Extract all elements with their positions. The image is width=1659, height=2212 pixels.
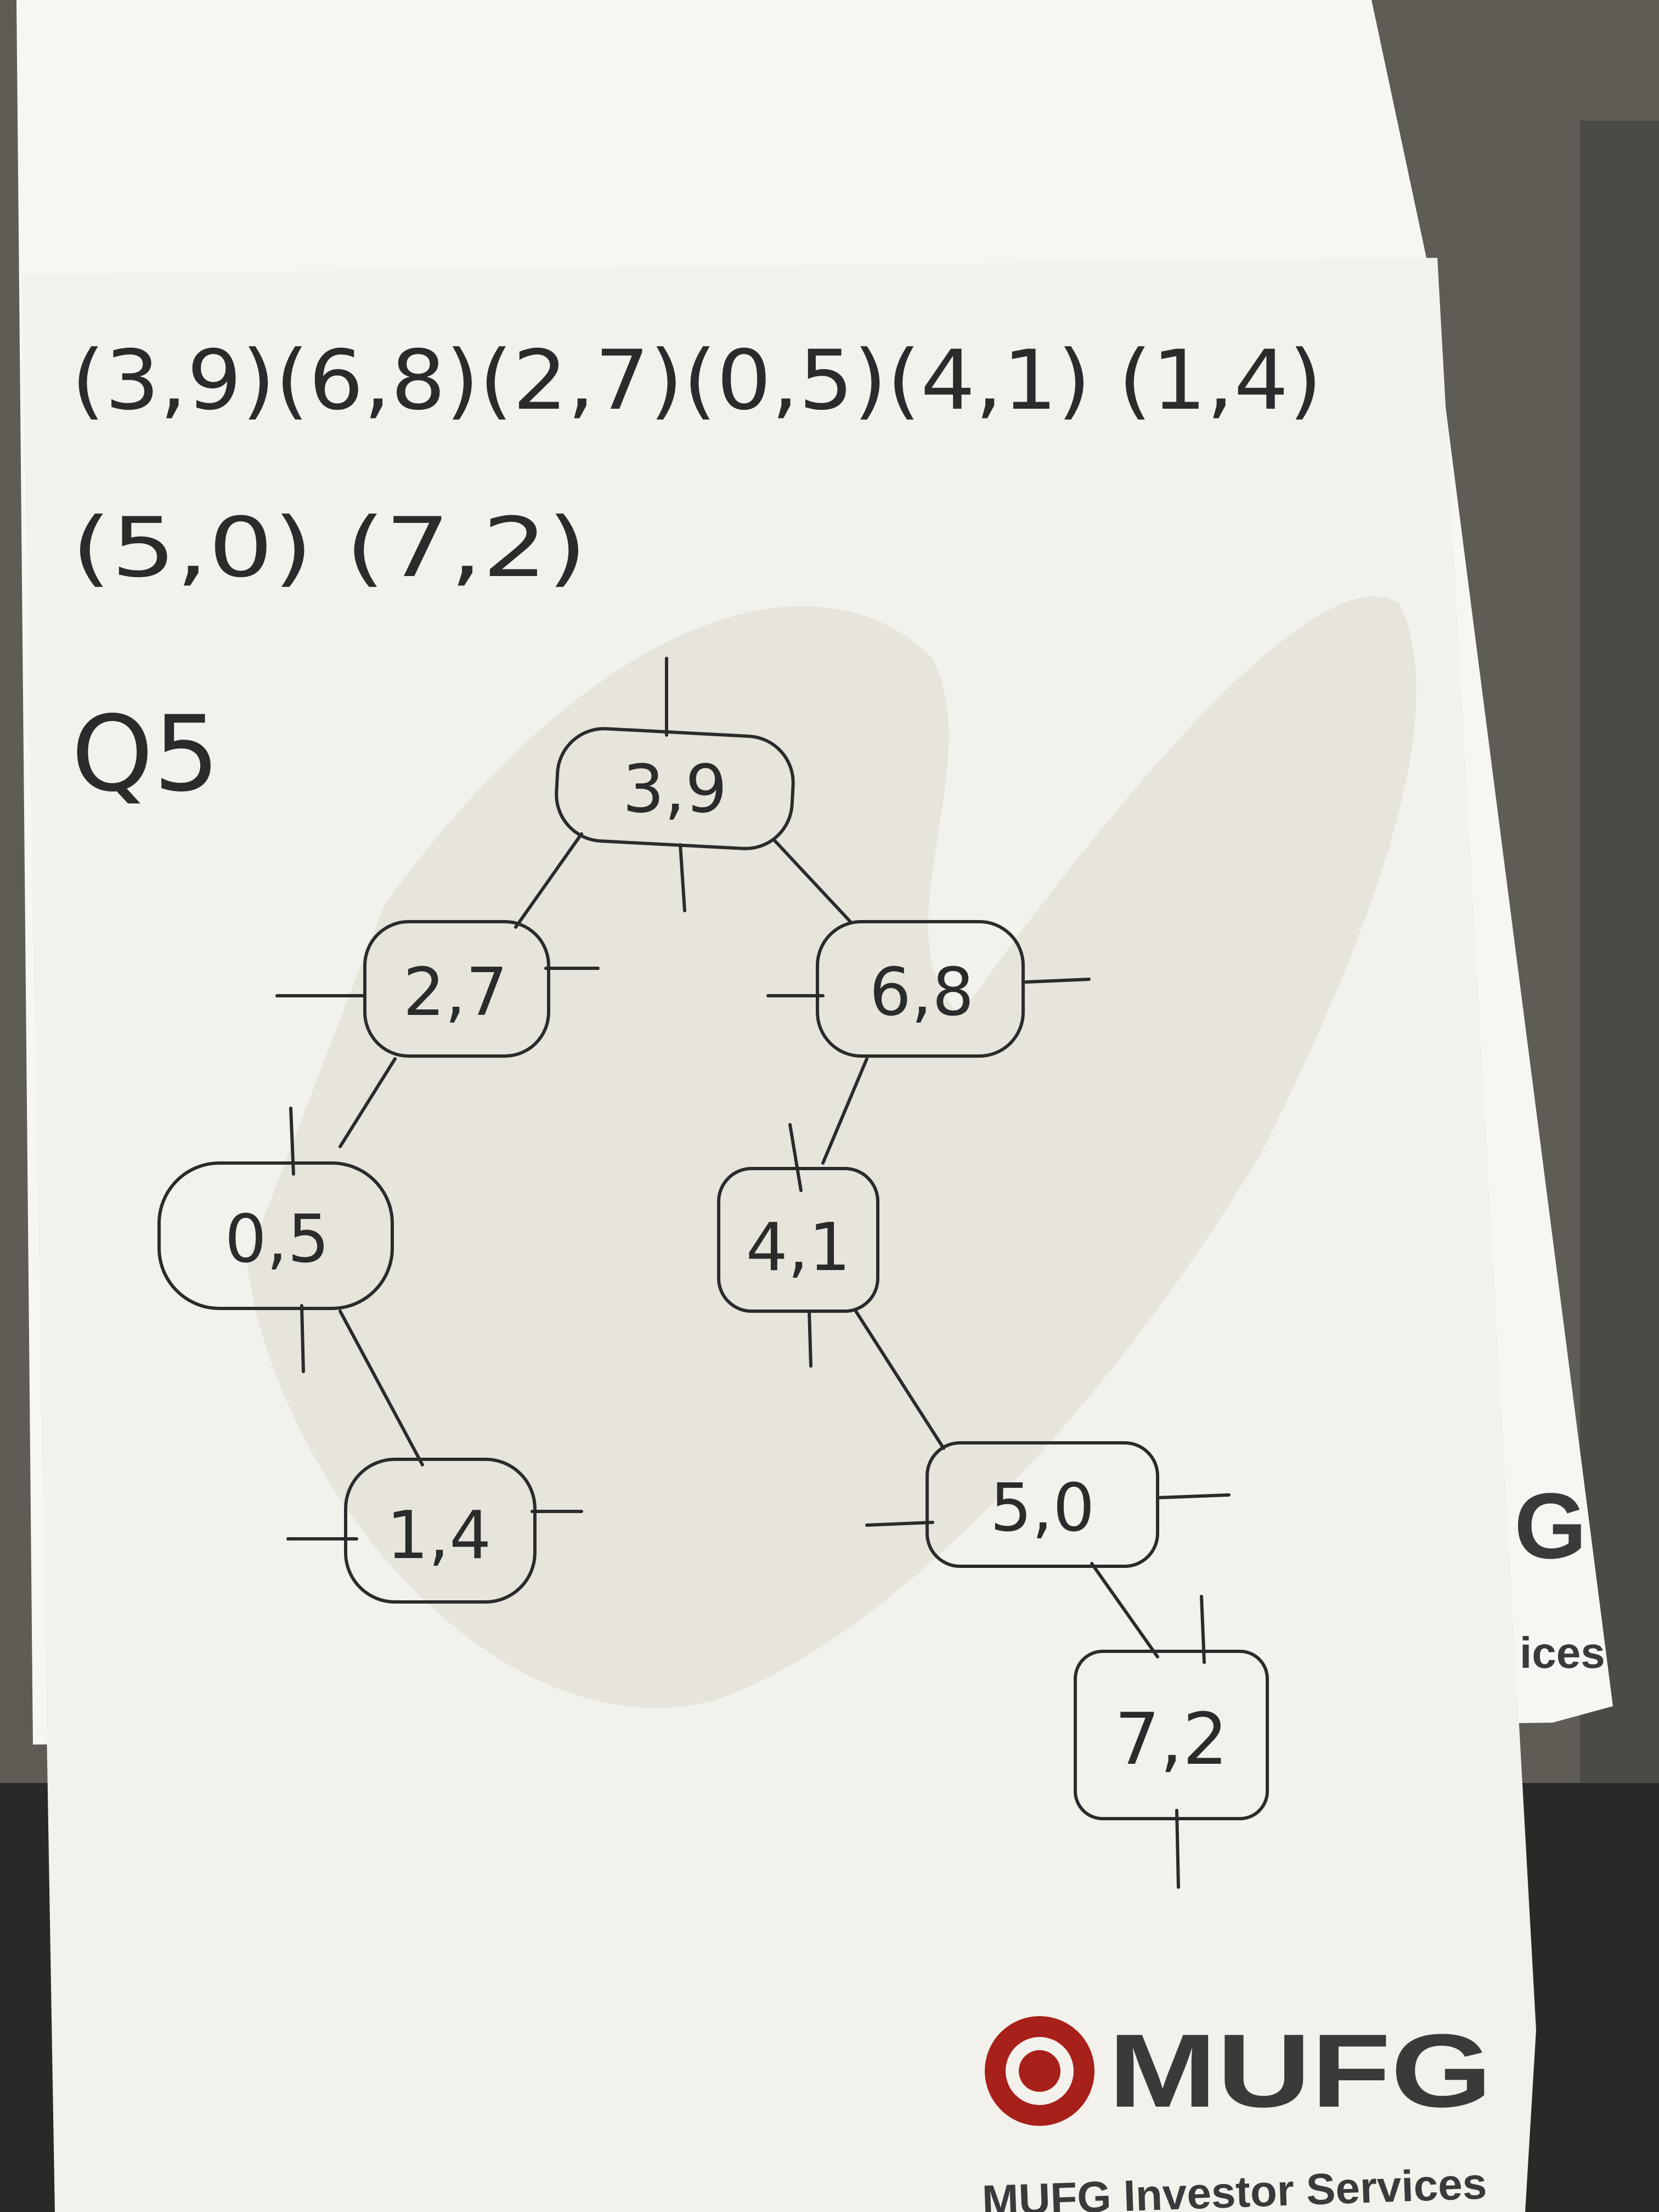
node-label: 5,0 bbox=[990, 1470, 1095, 1547]
node-box bbox=[717, 1167, 879, 1313]
node-label: 1,4 bbox=[387, 1498, 492, 1574]
split-mark bbox=[808, 1310, 812, 1368]
tree-edges bbox=[338, 832, 1159, 1658]
node-box bbox=[1074, 1650, 1269, 1820]
tree-nodes: 3,9 2,7 6,8 0,5 4,1 1,4 5,0 7,2 bbox=[157, 727, 1269, 1820]
tree-node-14: 1,4 bbox=[344, 1458, 537, 1604]
split-mark bbox=[865, 1521, 934, 1527]
split-mark bbox=[1156, 1493, 1231, 1499]
edge-39-27 bbox=[514, 832, 583, 929]
split-mark bbox=[679, 843, 686, 912]
mufg-wordmark: MUFG bbox=[1108, 2013, 1492, 2129]
node-box bbox=[926, 1441, 1159, 1568]
node-label: 0,5 bbox=[225, 1201, 330, 1278]
node-box bbox=[816, 920, 1025, 1058]
node-label: 3,9 bbox=[623, 752, 727, 828]
edge-68-41 bbox=[821, 1057, 868, 1165]
edge-05-14 bbox=[338, 1310, 424, 1466]
tree-node-05: 0,5 bbox=[157, 1161, 394, 1310]
mufg-symbol-icon bbox=[985, 2016, 1094, 2126]
back-paper-logo-text: ices bbox=[1520, 1628, 1605, 1677]
split-mark bbox=[1024, 978, 1091, 984]
edge-27-05 bbox=[338, 1057, 397, 1148]
node-label: 6,8 bbox=[870, 955, 974, 1031]
node-box bbox=[363, 920, 550, 1058]
node-box bbox=[157, 1161, 394, 1310]
tree-node-39: 3,9 bbox=[555, 727, 795, 850]
tree-node-27: 2,7 bbox=[363, 920, 550, 1058]
split-mark bbox=[1175, 1809, 1180, 1889]
node-label: 4,1 bbox=[746, 1210, 851, 1286]
split-mark bbox=[788, 1123, 803, 1192]
question-label: Q5 bbox=[71, 693, 219, 815]
tree-node-50: 5,0 bbox=[926, 1441, 1159, 1568]
sequence-line-2: (5,0) (7,2) bbox=[71, 500, 587, 596]
edge-41-50 bbox=[854, 1310, 945, 1450]
tree-node-41: 4,1 bbox=[717, 1167, 879, 1313]
split-mark bbox=[300, 1304, 305, 1373]
node-box bbox=[344, 1458, 537, 1604]
tree-node-68: 6,8 bbox=[816, 920, 1025, 1058]
hand-shadow bbox=[247, 596, 1417, 1708]
sequence-line-1: (3,9)(6,8)(2,7)(0,5)(4,1) (1,4) bbox=[71, 333, 1322, 428]
node-label: 7,2 bbox=[1115, 1697, 1228, 1781]
back-paper-logo-letter: G bbox=[1514, 1474, 1587, 1578]
edge-39-68 bbox=[772, 838, 852, 923]
node-label: 2,7 bbox=[403, 955, 508, 1031]
split-marks bbox=[275, 657, 1231, 1889]
tree-node-72: 7,2 bbox=[1074, 1650, 1269, 1820]
mufg-logo: MUFG MUFG Investor Services bbox=[981, 2013, 1492, 2212]
edge-50-72 bbox=[1090, 1562, 1159, 1658]
node-box bbox=[555, 727, 795, 850]
